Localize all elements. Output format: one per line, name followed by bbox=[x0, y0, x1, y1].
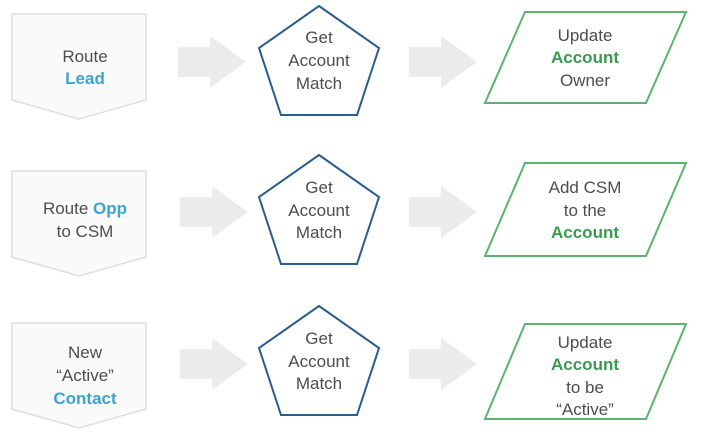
flow-row-2: Route Opp to CSM Get Account Match Add C… bbox=[11, 153, 688, 277]
flow-arrow-row-2-b bbox=[409, 186, 477, 238]
process-label-row-3-line-1: Get bbox=[305, 329, 333, 348]
process-label-row-3-line-3: Match bbox=[296, 374, 342, 393]
process-label-row-1-line-2: Account bbox=[288, 51, 350, 70]
start-label-row-3-line-2: “Active” bbox=[56, 366, 114, 385]
result-label-row-2-line-3: Account bbox=[551, 223, 619, 242]
start-shape-row-2 bbox=[11, 170, 147, 277]
flow-arrow-row-2-a bbox=[180, 186, 248, 238]
start-label-row-1-line-2: Lead bbox=[65, 69, 105, 88]
process-pentagon-row-3 bbox=[257, 304, 381, 416]
flow-row-3: New “Active” Contact Get Account Match U… bbox=[11, 304, 688, 429]
process-label-row-2-line-3: Match bbox=[296, 223, 342, 242]
start-label-row-2-line-1: Route Opp bbox=[43, 199, 127, 218]
process-pentagon-row-1 bbox=[257, 4, 381, 116]
result-parallelogram-row-1 bbox=[483, 11, 688, 104]
start-label-row-2-line-2: to CSM bbox=[57, 222, 114, 241]
result-label-row-3-line-2: Account bbox=[551, 355, 619, 374]
start-shape-row-3 bbox=[11, 322, 147, 429]
process-label-row-2-line-1: Get bbox=[305, 178, 333, 197]
start-label-row-3-line-3: Contact bbox=[53, 389, 117, 408]
start-label-row-3-line-1: New bbox=[68, 343, 103, 362]
flow-arrow-row-1-a bbox=[178, 36, 246, 88]
result-label-row-3-line-1: Update bbox=[558, 333, 613, 352]
result-parallelogram-row-2 bbox=[483, 162, 688, 257]
result-label-row-1-line-3: Owner bbox=[560, 71, 610, 90]
start-shape-row-1 bbox=[11, 13, 147, 120]
result-label-row-2-line-2: to the bbox=[564, 201, 607, 220]
process-pentagon-row-2 bbox=[257, 153, 381, 265]
result-label-row-3-line-4: “Active” bbox=[556, 400, 614, 419]
flow-arrow-row-1-b bbox=[409, 36, 477, 88]
start-label-row-2-highlight: Opp bbox=[93, 199, 127, 218]
start-label-row-1-line-1: Route bbox=[62, 47, 107, 66]
process-label-row-1-line-3: Match bbox=[296, 74, 342, 93]
result-label-row-2-line-1: Add CSM bbox=[549, 178, 622, 197]
process-label-row-3-line-2: Account bbox=[288, 352, 350, 371]
result-label-row-1-line-1: Update bbox=[558, 26, 613, 45]
flow-arrow-row-3-b bbox=[409, 338, 477, 390]
process-label-row-2-line-2: Account bbox=[288, 201, 350, 220]
start-label-row-2-text: Route bbox=[43, 199, 93, 218]
process-label-row-1-line-1: Get bbox=[305, 28, 333, 47]
result-parallelogram-row-3 bbox=[483, 323, 688, 420]
flow-row-1: Route Lead Get Account Match Update Acco… bbox=[11, 4, 688, 120]
result-label-row-3-line-3: to be bbox=[566, 378, 604, 397]
result-label-row-1-line-2: Account bbox=[551, 48, 619, 67]
flow-arrow-row-3-a bbox=[180, 338, 248, 390]
